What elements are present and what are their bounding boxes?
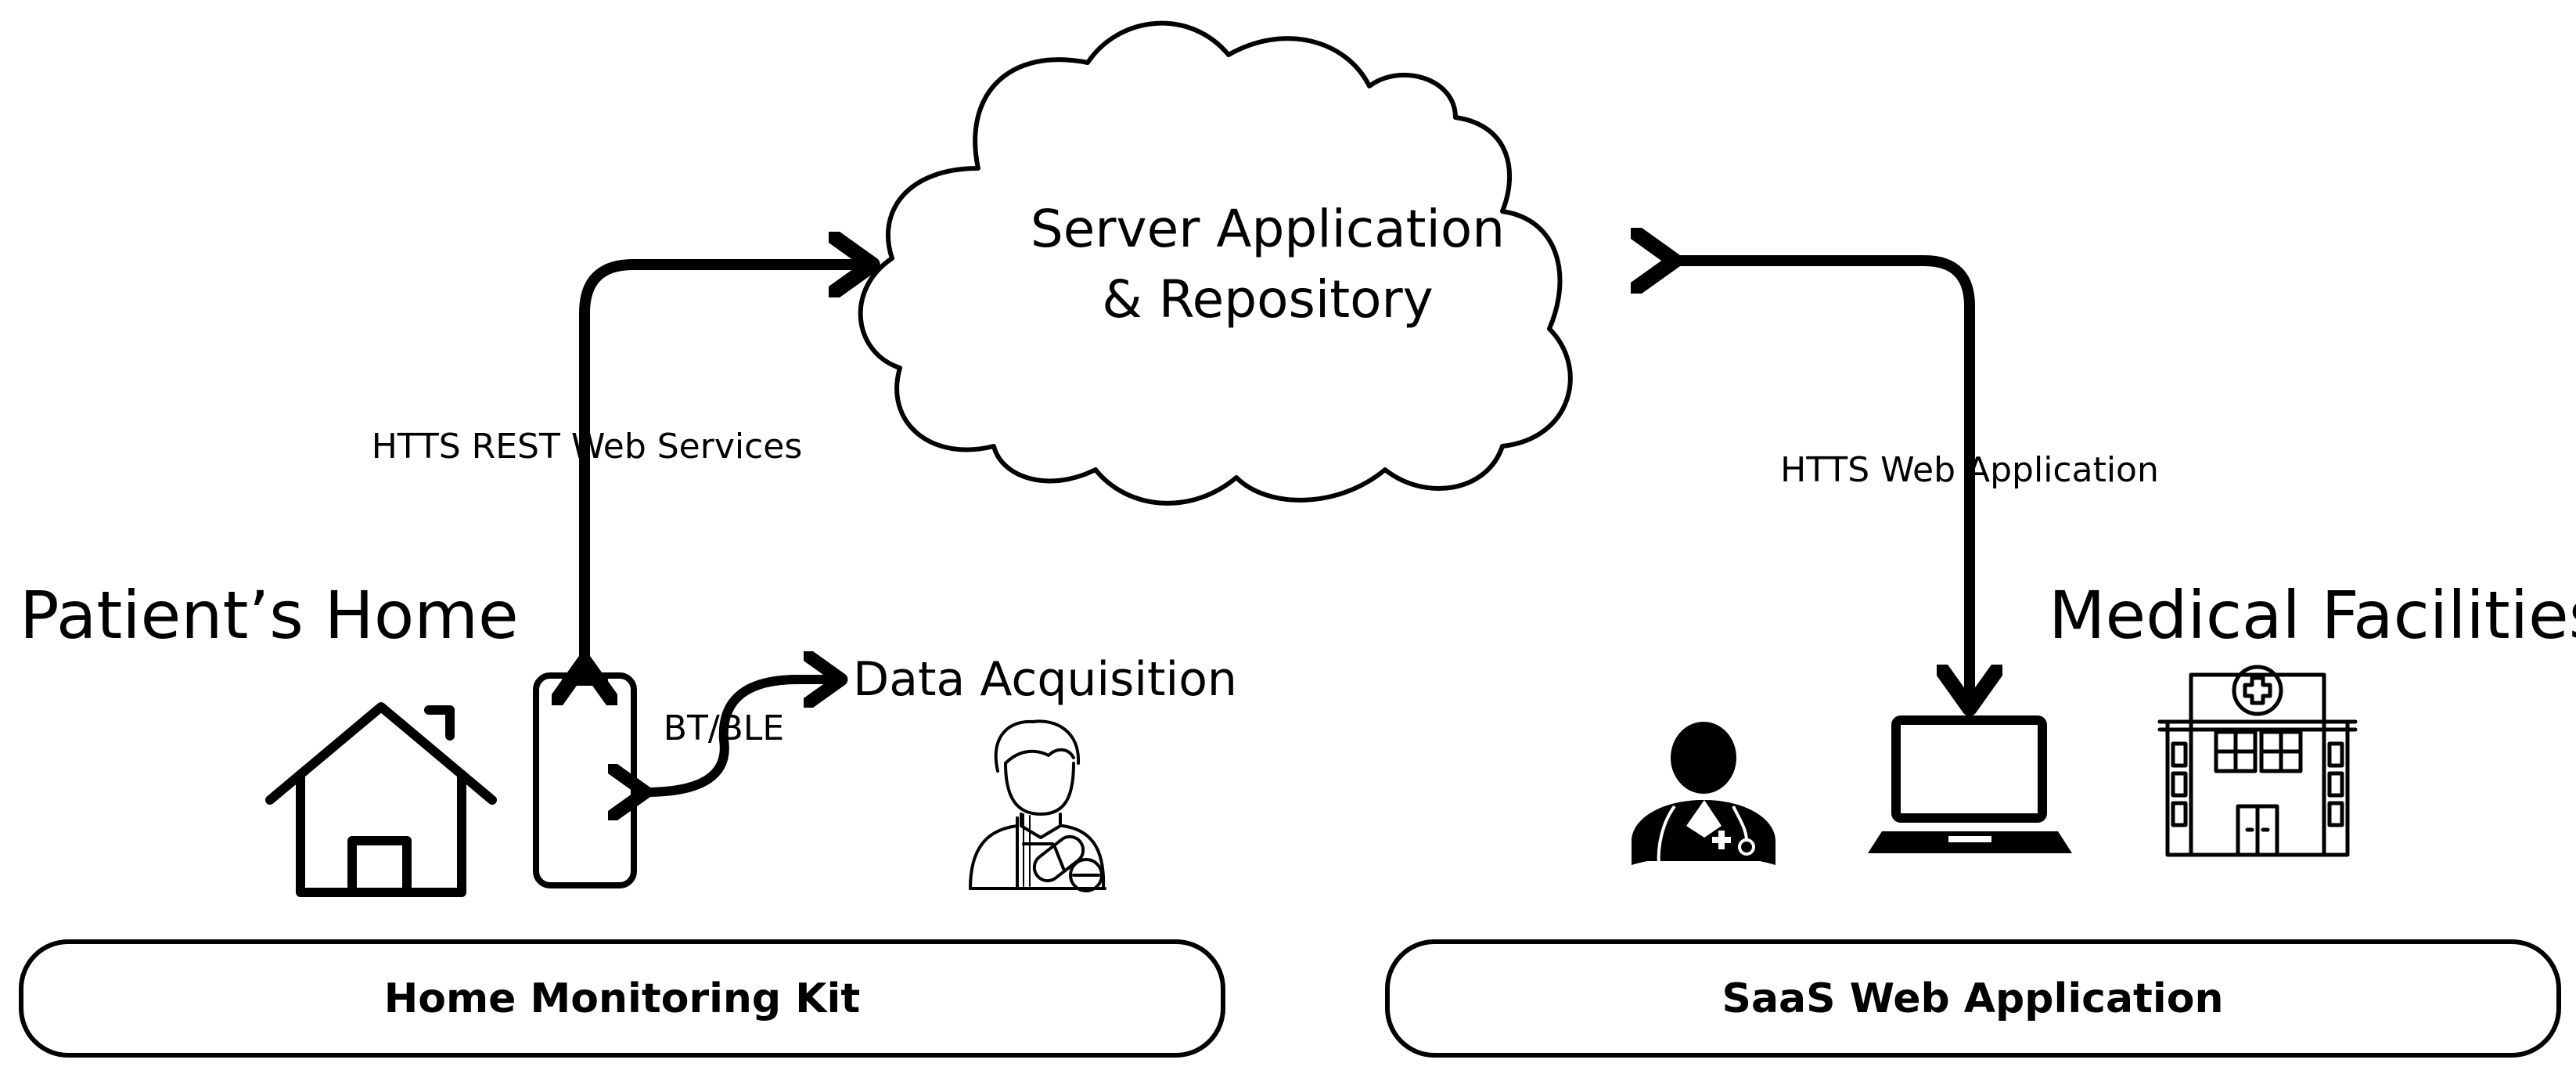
saas-web-application-label: SaaS Web Application [1722, 975, 2224, 1022]
bluetooth-connector-arrow [646, 679, 841, 792]
medical-facilities-title: Medical Facilities [2049, 577, 2576, 654]
left-connector-label: HTTS REST Web Services [372, 427, 803, 467]
cloud-title-line1: Server Application [1031, 199, 1505, 259]
laptop-icon [1868, 715, 2072, 853]
hospital-icon [2157, 665, 2358, 857]
bluetooth-label: BT/BLE [664, 708, 784, 748]
cloud-title-line2: & Repository [1102, 269, 1433, 330]
right-connector-arrow [1675, 261, 1970, 708]
home-monitoring-kit-box [19, 939, 1225, 1058]
saas-web-application-box [1385, 939, 2561, 1058]
left-connector-arrow [585, 265, 872, 661]
doctor-icon [1632, 722, 1775, 877]
right-connector-label: HTTS Web Application [1780, 450, 2159, 490]
house-icon [265, 702, 497, 897]
smartphone-icon [533, 672, 637, 888]
home-monitoring-kit-label: Home Monitoring Kit [384, 975, 861, 1022]
cloud-icon [858, 20, 1573, 506]
patients-home-title: Patient’s Home [20, 577, 519, 654]
patient-icon [969, 719, 1106, 892]
data-acquisition-label: Data Acquisition [853, 652, 1237, 707]
